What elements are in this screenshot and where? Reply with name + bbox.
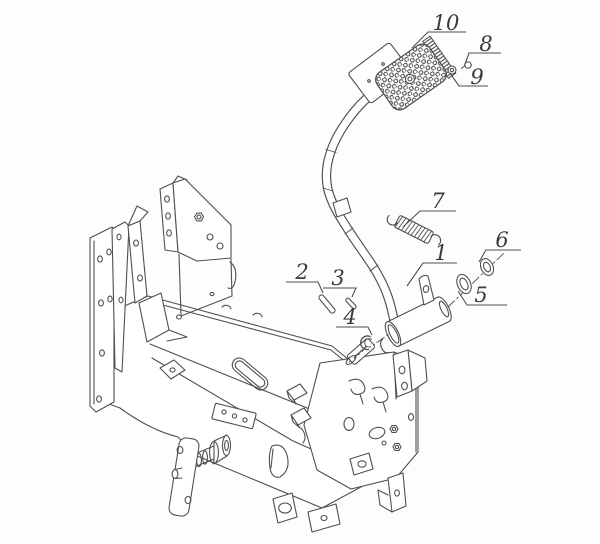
hinge-lug: [290, 407, 312, 429]
clevis-tab: [418, 274, 435, 306]
bottom-foot-tab: [272, 492, 298, 524]
callout-4: 4: [342, 305, 356, 329]
floor-oval-slot: [231, 357, 269, 391]
hinge-lug: [286, 383, 308, 405]
e-clip: [360, 335, 389, 354]
callout-10: 10: [433, 11, 460, 35]
spring-hook: [430, 234, 442, 246]
j-hook-cutout: [348, 378, 366, 405]
gusset-bracket: [159, 175, 237, 317]
spring-hook: [386, 214, 398, 226]
floor-d-cutout: [268, 444, 289, 478]
callout-5: 5: [474, 283, 487, 307]
callout-9: 9: [470, 65, 483, 89]
callout-6: 6: [495, 228, 508, 252]
angle-bracket: [127, 220, 148, 304]
bracket-tab: [349, 452, 374, 476]
bracket-foot: [307, 503, 341, 533]
bracket-foot: [377, 472, 407, 513]
floor-square-pad: [159, 359, 186, 380]
right-bracket-assembly: [286, 349, 428, 533]
pivot-strap-and-shaft: [168, 434, 232, 517]
retaining-ring: [479, 258, 495, 276]
j-hook-cutout: [371, 386, 389, 413]
pivot-tube: [384, 274, 452, 347]
leader-lines: [286, 31, 521, 336]
callouts: 10 8 9 7 1 6 5 2 3 4: [286, 11, 521, 336]
roll-pin: [345, 297, 357, 310]
flat-washer: [456, 273, 472, 295]
pedal-pad: [375, 35, 457, 111]
spring-anchor-tab: [332, 197, 352, 218]
clevis-pin: [318, 294, 336, 314]
pad-washer: [447, 65, 457, 75]
support-flap: [138, 292, 188, 343]
clip-washer: [380, 338, 389, 354]
floor-hole-strip: [211, 402, 257, 430]
callout-1: 1: [434, 241, 447, 265]
centerline: [447, 252, 505, 308]
callout-8: 8: [479, 32, 492, 56]
drawing: [89, 35, 505, 533]
pad-bolt: [460, 61, 473, 70]
callout-3: 3: [331, 266, 344, 290]
gusset-bolt-icon: [193, 212, 205, 222]
callout-2: 2: [294, 260, 308, 284]
pedal-arm: [321, 94, 399, 325]
callout-7: 7: [431, 189, 445, 213]
